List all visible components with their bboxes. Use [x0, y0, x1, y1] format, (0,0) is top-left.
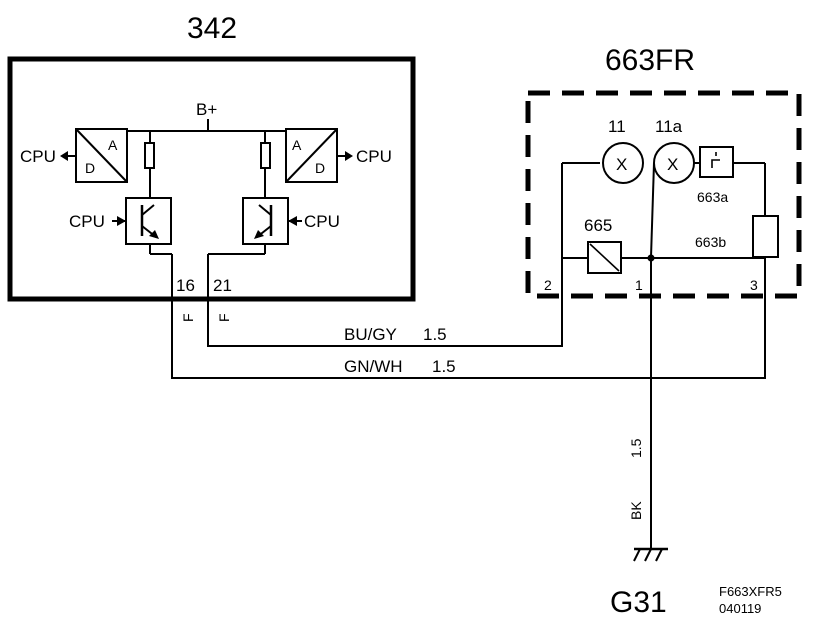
wire-gn-wh	[171, 296, 766, 379]
module-342: 342 B+ A D CPU A D CPU	[7, 12, 416, 322]
switch-663a-label: 663a	[697, 189, 728, 205]
arrow-left-icon	[60, 151, 68, 161]
module-663fr-title: 663FR	[605, 44, 695, 77]
component-663b	[752, 215, 779, 258]
transistor-right	[242, 197, 289, 245]
supply-label: B+	[196, 100, 217, 119]
arrow-in-right-icon	[288, 216, 297, 226]
footer-date-code: 040119	[719, 601, 761, 616]
arrow-right-icon	[345, 151, 353, 161]
wire-gn-wh-color: GN/WH	[344, 357, 403, 376]
wire-bu-gy	[207, 296, 563, 347]
cpu-right-out: CPU	[356, 147, 392, 166]
switch-663a-icon	[711, 152, 720, 168]
pin-3-label: 3	[750, 277, 758, 293]
wire-bk-color: BK	[628, 501, 644, 520]
ground-label: G31	[610, 586, 667, 619]
module-342-title: 342	[187, 12, 237, 45]
adc-right-d: D	[315, 160, 325, 176]
lamp-11a-x: X	[667, 155, 678, 174]
pin-2-label: 2	[544, 277, 552, 293]
resistor-left	[144, 142, 155, 169]
adc-left-a: A	[108, 137, 118, 153]
module-663fr: 663FR X 11 X 11a 663a 663b 665 2 1 3	[525, 44, 802, 299]
lamp-11-x: X	[616, 155, 627, 174]
lamp-11a-label: 11a	[655, 117, 683, 136]
wire-bk-size: 1.5	[628, 438, 644, 458]
external-wiring: BU/GY 1.5 GN/WH 1.5 BK 1.5	[171, 258, 766, 549]
arrow-in-left-icon	[117, 216, 126, 226]
ground-g31: G31	[610, 547, 668, 619]
switch-663a	[699, 146, 734, 178]
pin-16-label: 16	[176, 276, 195, 295]
pin-1-label: 1	[635, 277, 643, 293]
component-663b-label: 663b	[695, 234, 726, 250]
diode-665-label: 665	[584, 216, 612, 235]
pin-21-tag: F	[216, 313, 232, 322]
cpu-left-in: CPU	[69, 212, 105, 231]
resistor-right	[260, 142, 271, 169]
lamp-11-label: 11	[608, 117, 626, 136]
pin-16-tag: F	[180, 313, 196, 322]
lamp-11-symbol	[602, 142, 644, 184]
wire-bu-gy-size: 1.5	[423, 325, 447, 344]
cpu-left-out: CPU	[20, 147, 56, 166]
wire-gn-wh-size: 1.5	[432, 357, 456, 376]
footer-ref-code: F663XFR5	[719, 584, 782, 599]
wire-bu-gy-color: BU/GY	[344, 325, 397, 344]
module-342-frame	[7, 56, 416, 302]
adc-right-a: A	[292, 137, 302, 153]
transistor-left	[125, 197, 172, 245]
cpu-right-in: CPU	[304, 212, 340, 231]
adc-left-d: D	[85, 160, 95, 176]
pin-21-label: 21	[213, 276, 232, 295]
